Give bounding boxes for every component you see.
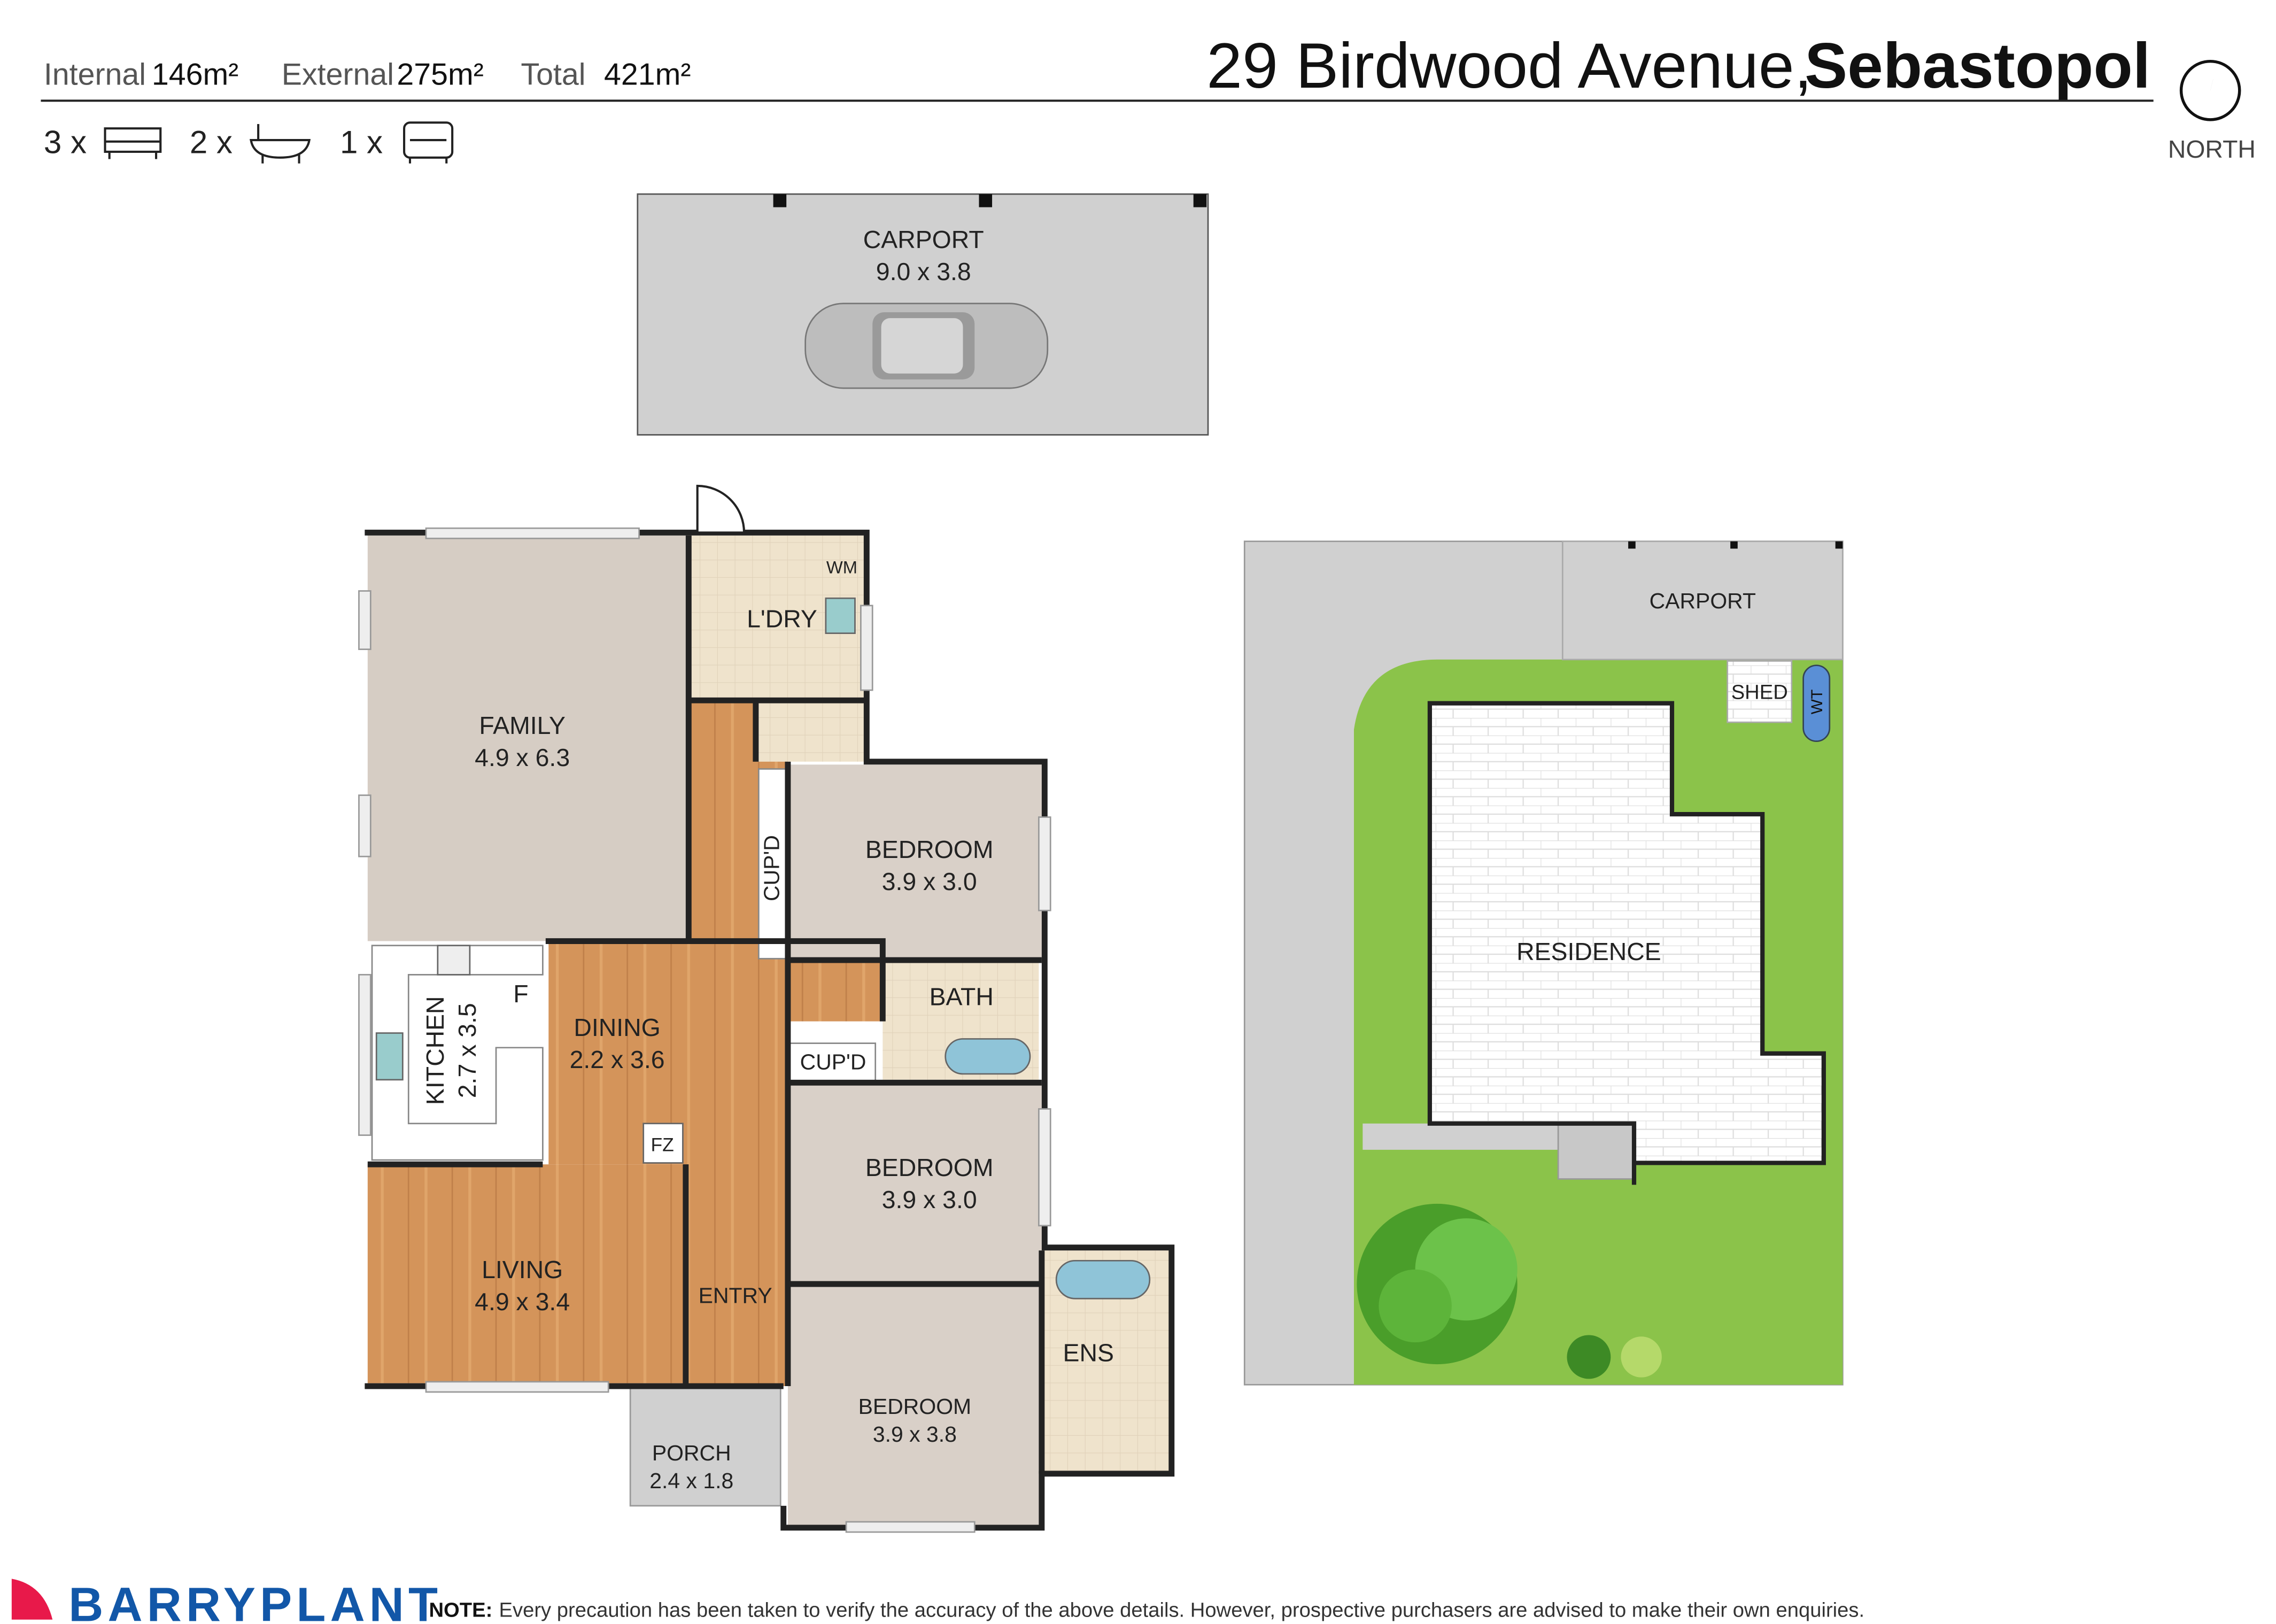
site-plan: CARPORT SHED WT RESIDENCE xyxy=(1243,540,1844,1386)
bedroom2-size: 3.9 x 3.0 xyxy=(882,1186,977,1213)
carport-name: CARPORT xyxy=(863,226,984,253)
water-tank-label: WT xyxy=(1808,690,1826,715)
freezer-label: FZ xyxy=(651,1134,674,1156)
bedroom2-name: BEDROOM xyxy=(865,1154,994,1181)
door xyxy=(696,484,746,534)
residence-label: RESIDENCE xyxy=(1516,938,1661,965)
shed-label: SHED xyxy=(1731,680,1788,703)
bedroom3-size: 3.9 x 3.8 xyxy=(873,1422,957,1447)
bedroom3-name: BEDROOM xyxy=(858,1394,972,1419)
external-value: 275m² xyxy=(397,57,483,91)
footer: BARRYPLANT NOTE: Every precaution has be… xyxy=(11,1578,1864,1624)
internal-label: Internal xyxy=(44,57,146,91)
beds-count: 3 x xyxy=(44,125,87,160)
external-label: External xyxy=(282,57,394,91)
dining-size: 2.2 x 3.6 xyxy=(570,1046,665,1073)
compass-icon xyxy=(2179,59,2241,121)
fridge-label: F xyxy=(513,980,528,1008)
house-floors xyxy=(367,535,1171,1527)
north-label: NORTH xyxy=(2168,135,2256,163)
brand-logo-mark xyxy=(11,1579,53,1620)
room-labels: FAMILY 4.9 x 6.3 WM L'DRY BEDROOM 3.9 x … xyxy=(421,558,1114,1493)
cars-count: 1 x xyxy=(340,125,383,160)
total-value: 421m² xyxy=(604,57,691,91)
cupd2-label: CUP'D xyxy=(800,1050,866,1074)
car-icon xyxy=(403,121,454,164)
header: Internal 146m² External 275m² Total 421m… xyxy=(41,30,2256,164)
bath-label: BATH xyxy=(930,983,994,1011)
total-label: Total xyxy=(521,57,585,91)
family-name: FAMILY xyxy=(479,712,566,739)
baths-count: 2 x xyxy=(190,125,233,160)
carport: CARPORT 9.0 x 3.8 xyxy=(637,193,1209,436)
laundry-name: L'DRY xyxy=(747,605,817,633)
carport-size: 9.0 x 3.8 xyxy=(876,258,971,285)
window xyxy=(425,527,640,539)
entry-label: ENTRY xyxy=(699,1283,772,1308)
ensuite-label: ENS xyxy=(1063,1339,1114,1367)
porch-size: 2.4 x 1.8 xyxy=(649,1468,733,1493)
bath-icon xyxy=(250,124,311,164)
brand-logo: BARRYPLANT xyxy=(68,1578,442,1624)
laundry-wm: WM xyxy=(826,558,857,577)
living-size: 4.9 x 3.4 xyxy=(475,1288,570,1316)
dining-name: DINING xyxy=(574,1014,660,1041)
living-name: LIVING xyxy=(482,1256,563,1283)
house-walls xyxy=(358,484,1175,1533)
kitchen-size: 2.7 x 3.5 xyxy=(453,1003,481,1098)
site-carport-label: CARPORT xyxy=(1650,589,1756,613)
bedroom1-name: BEDROOM xyxy=(865,836,994,863)
address-suburb: Sebastopol xyxy=(1805,30,2150,102)
address-street: 29 Birdwood Avenue, xyxy=(1206,30,1812,102)
kitchen-name: KITCHEN xyxy=(421,996,449,1105)
bedroom1-size: 3.9 x 3.0 xyxy=(882,868,977,895)
family-size: 4.9 x 6.3 xyxy=(475,744,570,771)
bed-icon xyxy=(104,127,162,159)
note-label: NOTE: xyxy=(429,1598,492,1621)
tree-icon xyxy=(1357,1203,1662,1379)
family-floor xyxy=(367,535,689,941)
internal-value: 146m² xyxy=(152,57,238,91)
porch-name: PORCH xyxy=(652,1441,731,1465)
cupd1-label: CUP'D xyxy=(760,835,784,901)
residence-outline xyxy=(1427,701,1826,1185)
car-image xyxy=(804,303,1049,389)
note-text: Every precaution has been taken to verif… xyxy=(499,1598,1864,1621)
